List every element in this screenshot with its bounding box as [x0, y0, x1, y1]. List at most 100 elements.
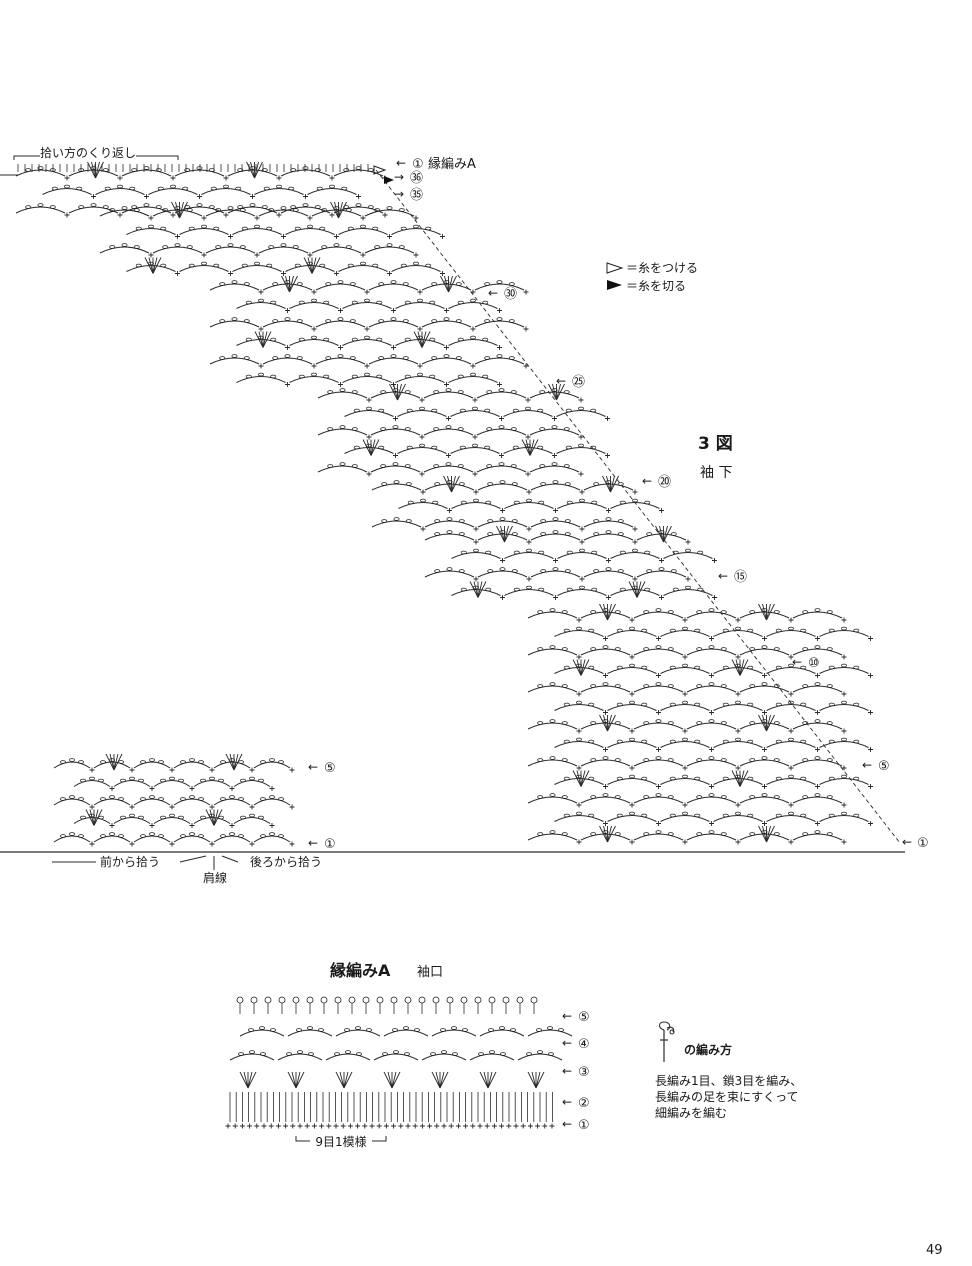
single-crochet	[334, 271, 339, 276]
chain-stitch	[341, 186, 348, 191]
chain-stitch	[400, 226, 407, 231]
chain-stitch	[538, 587, 545, 592]
single-crochet	[497, 345, 502, 350]
chain-stitch	[747, 665, 754, 670]
chain-stitch	[773, 610, 780, 614]
chain-arch	[73, 780, 111, 787]
chain-stitch	[564, 482, 571, 486]
chain-stitch	[605, 567, 612, 571]
edging-repeat-bracket	[295, 1136, 387, 1142]
chain-stitch	[602, 756, 609, 760]
fan-stitch	[89, 809, 95, 826]
chain-arch	[474, 357, 525, 365]
chain-stitch	[566, 587, 573, 592]
chain-arch	[317, 428, 368, 436]
fan-stitch	[766, 825, 771, 843]
chain-stitch	[561, 610, 568, 614]
fan-stitch	[636, 581, 646, 598]
attach-legend-icon	[606, 262, 624, 274]
shoulder-line-label: 肩線	[203, 870, 227, 885]
chain-arch	[395, 376, 445, 383]
chain-stitch	[269, 795, 275, 799]
fan-stitch	[663, 525, 668, 543]
chain-stitch	[828, 628, 835, 633]
chain-stitch	[386, 243, 393, 247]
single-crochet	[276, 212, 282, 218]
chain-stitch	[472, 406, 478, 411]
chain-stitch	[235, 186, 242, 191]
chain-arch	[333, 169, 384, 177]
chain-stitch	[364, 335, 370, 340]
single-crochet	[285, 382, 290, 387]
single-crochet	[338, 308, 343, 313]
single-crochet	[366, 397, 372, 403]
single-crochet	[682, 802, 688, 808]
single-crochet	[712, 558, 717, 563]
chain-stitch	[508, 356, 515, 360]
single-crochet	[232, 1123, 238, 1129]
chain-stitch	[100, 797, 106, 801]
single-crochet	[149, 786, 155, 791]
chain-stitch	[593, 519, 600, 523]
single-crochet	[229, 823, 235, 828]
chain-stitch	[655, 608, 662, 612]
chain-stitch	[69, 758, 75, 762]
chain-stitch	[343, 168, 350, 172]
single-crochet	[841, 654, 847, 660]
fan-stitch	[431, 1071, 441, 1089]
chain-stitch	[284, 317, 291, 321]
fan-stitch	[504, 525, 513, 543]
chain-arch	[713, 704, 763, 711]
edging-a-row-markers: ←⑤←④←③←②←①	[562, 1009, 590, 1133]
chain-stitch	[470, 335, 476, 340]
chain-stitch	[429, 300, 436, 305]
chain-stitch	[425, 263, 432, 268]
chain-stitch	[641, 813, 648, 818]
chain-stitch	[404, 390, 411, 394]
chain-stitch	[484, 356, 491, 360]
chain-stitch	[452, 1052, 458, 1056]
chain-arch	[556, 447, 606, 454]
chain-stitch	[186, 245, 193, 249]
chain-stitch	[245, 374, 252, 379]
fan-stitch	[213, 809, 223, 826]
chain-stitch	[552, 517, 559, 521]
chain-stitch	[162, 208, 169, 212]
page-number: 49	[926, 1243, 943, 1258]
chain-stitch	[327, 464, 334, 468]
fan-stitch	[233, 753, 239, 771]
chain-stitch	[788, 737, 794, 742]
chain-stitch	[460, 587, 467, 592]
chain-stitch	[160, 778, 166, 783]
chain-stitch	[484, 319, 491, 323]
chain-arch	[315, 357, 366, 365]
chain-arch	[607, 630, 657, 637]
chain-stitch	[643, 647, 650, 651]
single-crochet	[841, 839, 847, 845]
chain-stitch	[773, 832, 780, 836]
fan-stitch	[85, 809, 95, 826]
chain-stitch	[616, 813, 623, 818]
chain-stitch	[722, 702, 729, 707]
fan-stitch	[758, 825, 767, 843]
single-crochet	[201, 215, 207, 221]
chain-stitch	[484, 408, 491, 413]
chain-stitch	[100, 834, 106, 838]
chain-stitch	[419, 406, 425, 411]
single-crochet	[762, 747, 767, 752]
chain-arch	[173, 835, 211, 843]
chain-stitch	[802, 758, 809, 762]
chain-stitch	[268, 208, 275, 212]
chain-stitch	[588, 665, 595, 670]
chain-stitch	[696, 832, 703, 836]
chain-stitch	[292, 208, 299, 212]
stitch-note-title: の編み方	[684, 1042, 732, 1057]
chain-stitch	[605, 517, 612, 521]
single-crochet	[868, 784, 873, 789]
chain-arch	[686, 833, 737, 841]
chain-stitch	[382, 1052, 388, 1056]
chain-arch	[739, 648, 790, 656]
chain-stitch	[339, 388, 346, 392]
chain-stitch	[708, 682, 715, 686]
chain-arch	[819, 667, 869, 674]
